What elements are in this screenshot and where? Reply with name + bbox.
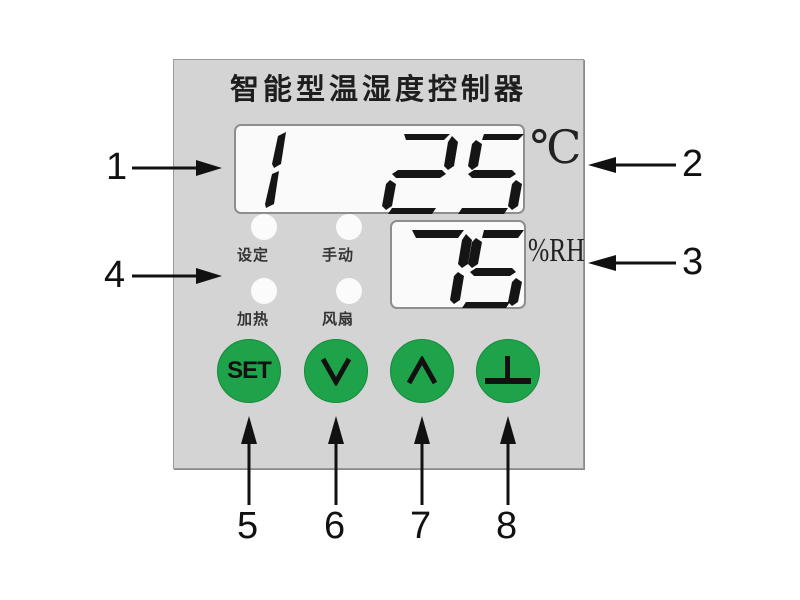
enter-button[interactable] (476, 339, 540, 403)
led-label-setting: 设定 (237, 246, 270, 264)
led-setting-indicator (251, 214, 277, 240)
callout-5: 5 (237, 505, 259, 547)
celsius-unit: ℃ (530, 122, 582, 173)
callout-1: 1 (106, 146, 128, 188)
seven-segment-digits (265, 132, 524, 214)
chevron-up-icon (406, 356, 438, 385)
humidity-display: 75 (390, 220, 526, 309)
led-label-manual: 手动 (322, 246, 355, 264)
set-button[interactable]: SET (217, 339, 281, 403)
up-button[interactable] (390, 339, 454, 403)
controller-panel: 智能型温湿度控制器 1 25 ℃ (173, 59, 585, 469)
enter-icon (485, 356, 531, 384)
led-label-heating: 加热 (237, 310, 270, 328)
chevron-down-icon (320, 357, 352, 386)
seven-segment-digits (412, 230, 524, 308)
led-fan-indicator (336, 278, 362, 304)
set-button-label: SET (227, 357, 272, 384)
callout-4: 4 (104, 254, 126, 296)
callout-7: 7 (410, 505, 432, 547)
callout-8: 8 (496, 505, 518, 547)
led-manual-indicator (336, 214, 362, 240)
panel-title: 智能型温湿度控制器 (229, 72, 527, 106)
led-label-fan: 风扇 (322, 310, 355, 328)
callout-2: 2 (682, 143, 704, 185)
temperature-display: 1 25 (234, 124, 525, 214)
humidity-unit: %RH (528, 232, 585, 269)
callout-6: 6 (324, 505, 346, 547)
led-heating-indicator (251, 278, 277, 304)
callout-3: 3 (682, 241, 704, 283)
down-button[interactable] (304, 339, 368, 403)
